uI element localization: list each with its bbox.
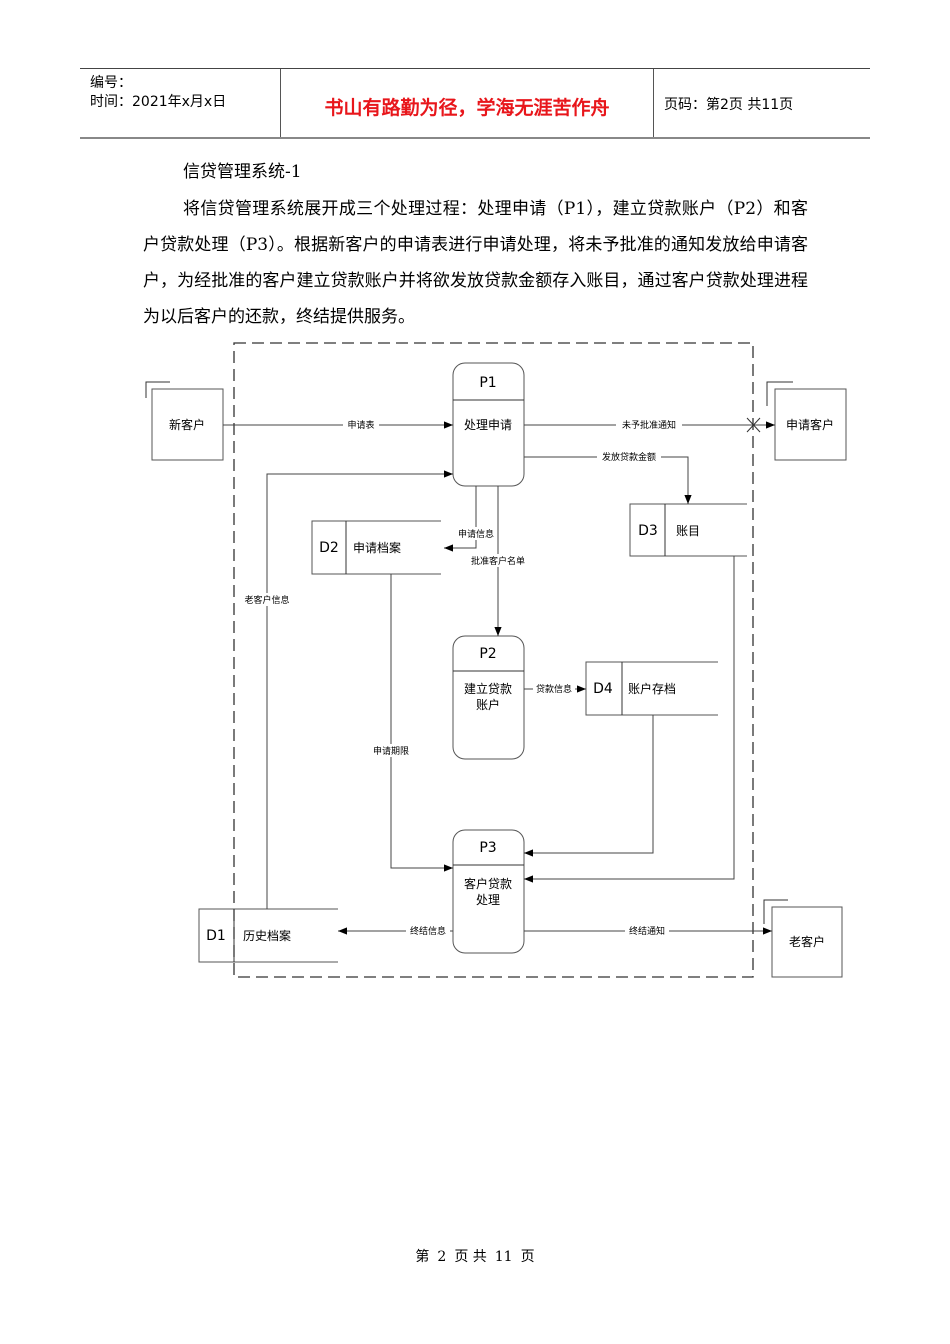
footer-page: 2 bbox=[437, 1249, 447, 1265]
store-d1-label: 历史档案 bbox=[243, 928, 291, 943]
page-info: 页码：第2页 共11页 bbox=[664, 97, 794, 113]
store-d3: D3 账目 bbox=[629, 503, 747, 557]
process-p3: P3 客户贷款 处理 bbox=[452, 829, 525, 954]
process-p2-label-2: 账户 bbox=[476, 697, 500, 712]
header-meta-cell: 编号： 时间：2021年x月x日 bbox=[80, 69, 281, 137]
store-d2: D2 申请档案 bbox=[311, 520, 441, 575]
flow-application-term-label: 申请期限 bbox=[373, 745, 409, 757]
process-p2-id: P2 bbox=[479, 646, 496, 662]
flow-application-term: 申请期限 bbox=[369, 574, 453, 872]
flow-application-form: 申请表 bbox=[223, 418, 453, 431]
flow-termination-notice-label: 终结通知 bbox=[629, 925, 665, 937]
flow-loan-info-label: 贷款信息 bbox=[536, 683, 572, 695]
flow-loan-amount-label: 发放贷款金额 bbox=[602, 451, 656, 463]
entity-applicant-label: 申请客户 bbox=[786, 417, 834, 432]
store-d3-label: 账目 bbox=[676, 524, 700, 538]
entity-old-customer-label: 老客户 bbox=[789, 934, 825, 949]
store-d4-id: D4 bbox=[593, 681, 613, 697]
flow-termination-info: 终结信息 bbox=[338, 924, 453, 937]
page-header: 编号： 时间：2021年x月x日 书山有路勤为径，学海无涯苦作舟 页码：第2页 … bbox=[80, 68, 870, 139]
entity-new-customer: 新客户 bbox=[145, 381, 224, 461]
store-d4: D4 账户存档 bbox=[585, 661, 718, 716]
flow-old-customer-info-label: 老客户信息 bbox=[244, 594, 289, 606]
flow-loan-amount: 发放贷款金额 bbox=[524, 450, 692, 504]
process-p2: P2 建立贷款 账户 bbox=[452, 635, 525, 760]
motto: 书山有路勤为径，学海无涯苦作舟 bbox=[324, 97, 610, 119]
section-subtitle: 信贷管理系统-1 bbox=[183, 162, 302, 182]
process-p2-label-1: 建立贷款 bbox=[464, 681, 512, 696]
system-boundary bbox=[233, 342, 754, 978]
footer-prefix: 第 bbox=[415, 1249, 430, 1265]
header-page-cell: 页码：第2页 共11页 bbox=[654, 69, 870, 137]
store-d1: D1 历史档案 bbox=[198, 908, 338, 963]
store-d1-id: D1 bbox=[206, 928, 226, 944]
flow-approved-list: 批准客户名单 bbox=[466, 486, 530, 636]
store-d2-id: D2 bbox=[319, 540, 339, 556]
flow-termination-info-label: 终结信息 bbox=[410, 925, 446, 937]
entity-old-customer: 老客户 bbox=[763, 899, 843, 978]
process-p1-label: 处理申请 bbox=[464, 418, 512, 432]
store-d3-id: D3 bbox=[638, 523, 658, 539]
flow-application-form-label: 申请表 bbox=[347, 419, 374, 431]
process-p1-id: P1 bbox=[479, 375, 496, 391]
flow-d4-to-p3 bbox=[524, 715, 654, 857]
footer-total: 11 bbox=[494, 1249, 513, 1265]
flow-application-info: 申请信息 bbox=[444, 486, 497, 552]
number-label: 编号： bbox=[90, 75, 132, 91]
flow-rejection-notice-label: 未予批准通知 bbox=[622, 419, 676, 431]
store-d2-label: 申请档案 bbox=[353, 540, 401, 555]
entity-applicant: 申请客户 bbox=[766, 381, 847, 461]
entity-new-customer-label: 新客户 bbox=[169, 417, 205, 432]
process-p3-id: P3 bbox=[479, 840, 496, 856]
process-p3-label-1: 客户贷款 bbox=[464, 876, 512, 891]
flow-termination-notice: 终结通知 bbox=[524, 924, 772, 937]
body-paragraph: 将信贷管理系统展开成三个处理过程：处理申请（P1），建立贷款账户（P2）和客户贷… bbox=[143, 199, 808, 327]
flow-application-info-label: 申请信息 bbox=[458, 528, 494, 540]
flow-approved-list-label: 批准客户名单 bbox=[471, 555, 525, 567]
date-label: 时间：2021年x月x日 bbox=[90, 94, 227, 110]
process-p1: P1 处理申请 bbox=[452, 362, 525, 487]
flow-rejection-notice: 未予批准通知 bbox=[524, 417, 775, 433]
store-d4-label: 账户存档 bbox=[628, 681, 676, 696]
process-p3-label-2: 处理 bbox=[476, 893, 500, 907]
flow-d3-to-p3 bbox=[524, 556, 735, 883]
flow-loan-info: 贷款信息 bbox=[524, 682, 586, 695]
footer-suffix: 页 bbox=[520, 1249, 535, 1265]
footer-mid: 页 共 bbox=[454, 1249, 487, 1265]
flow-old-customer-info: 老客户信息 bbox=[240, 470, 453, 909]
header-motto-cell: 书山有路勤为径，学海无涯苦作舟 bbox=[281, 69, 654, 137]
